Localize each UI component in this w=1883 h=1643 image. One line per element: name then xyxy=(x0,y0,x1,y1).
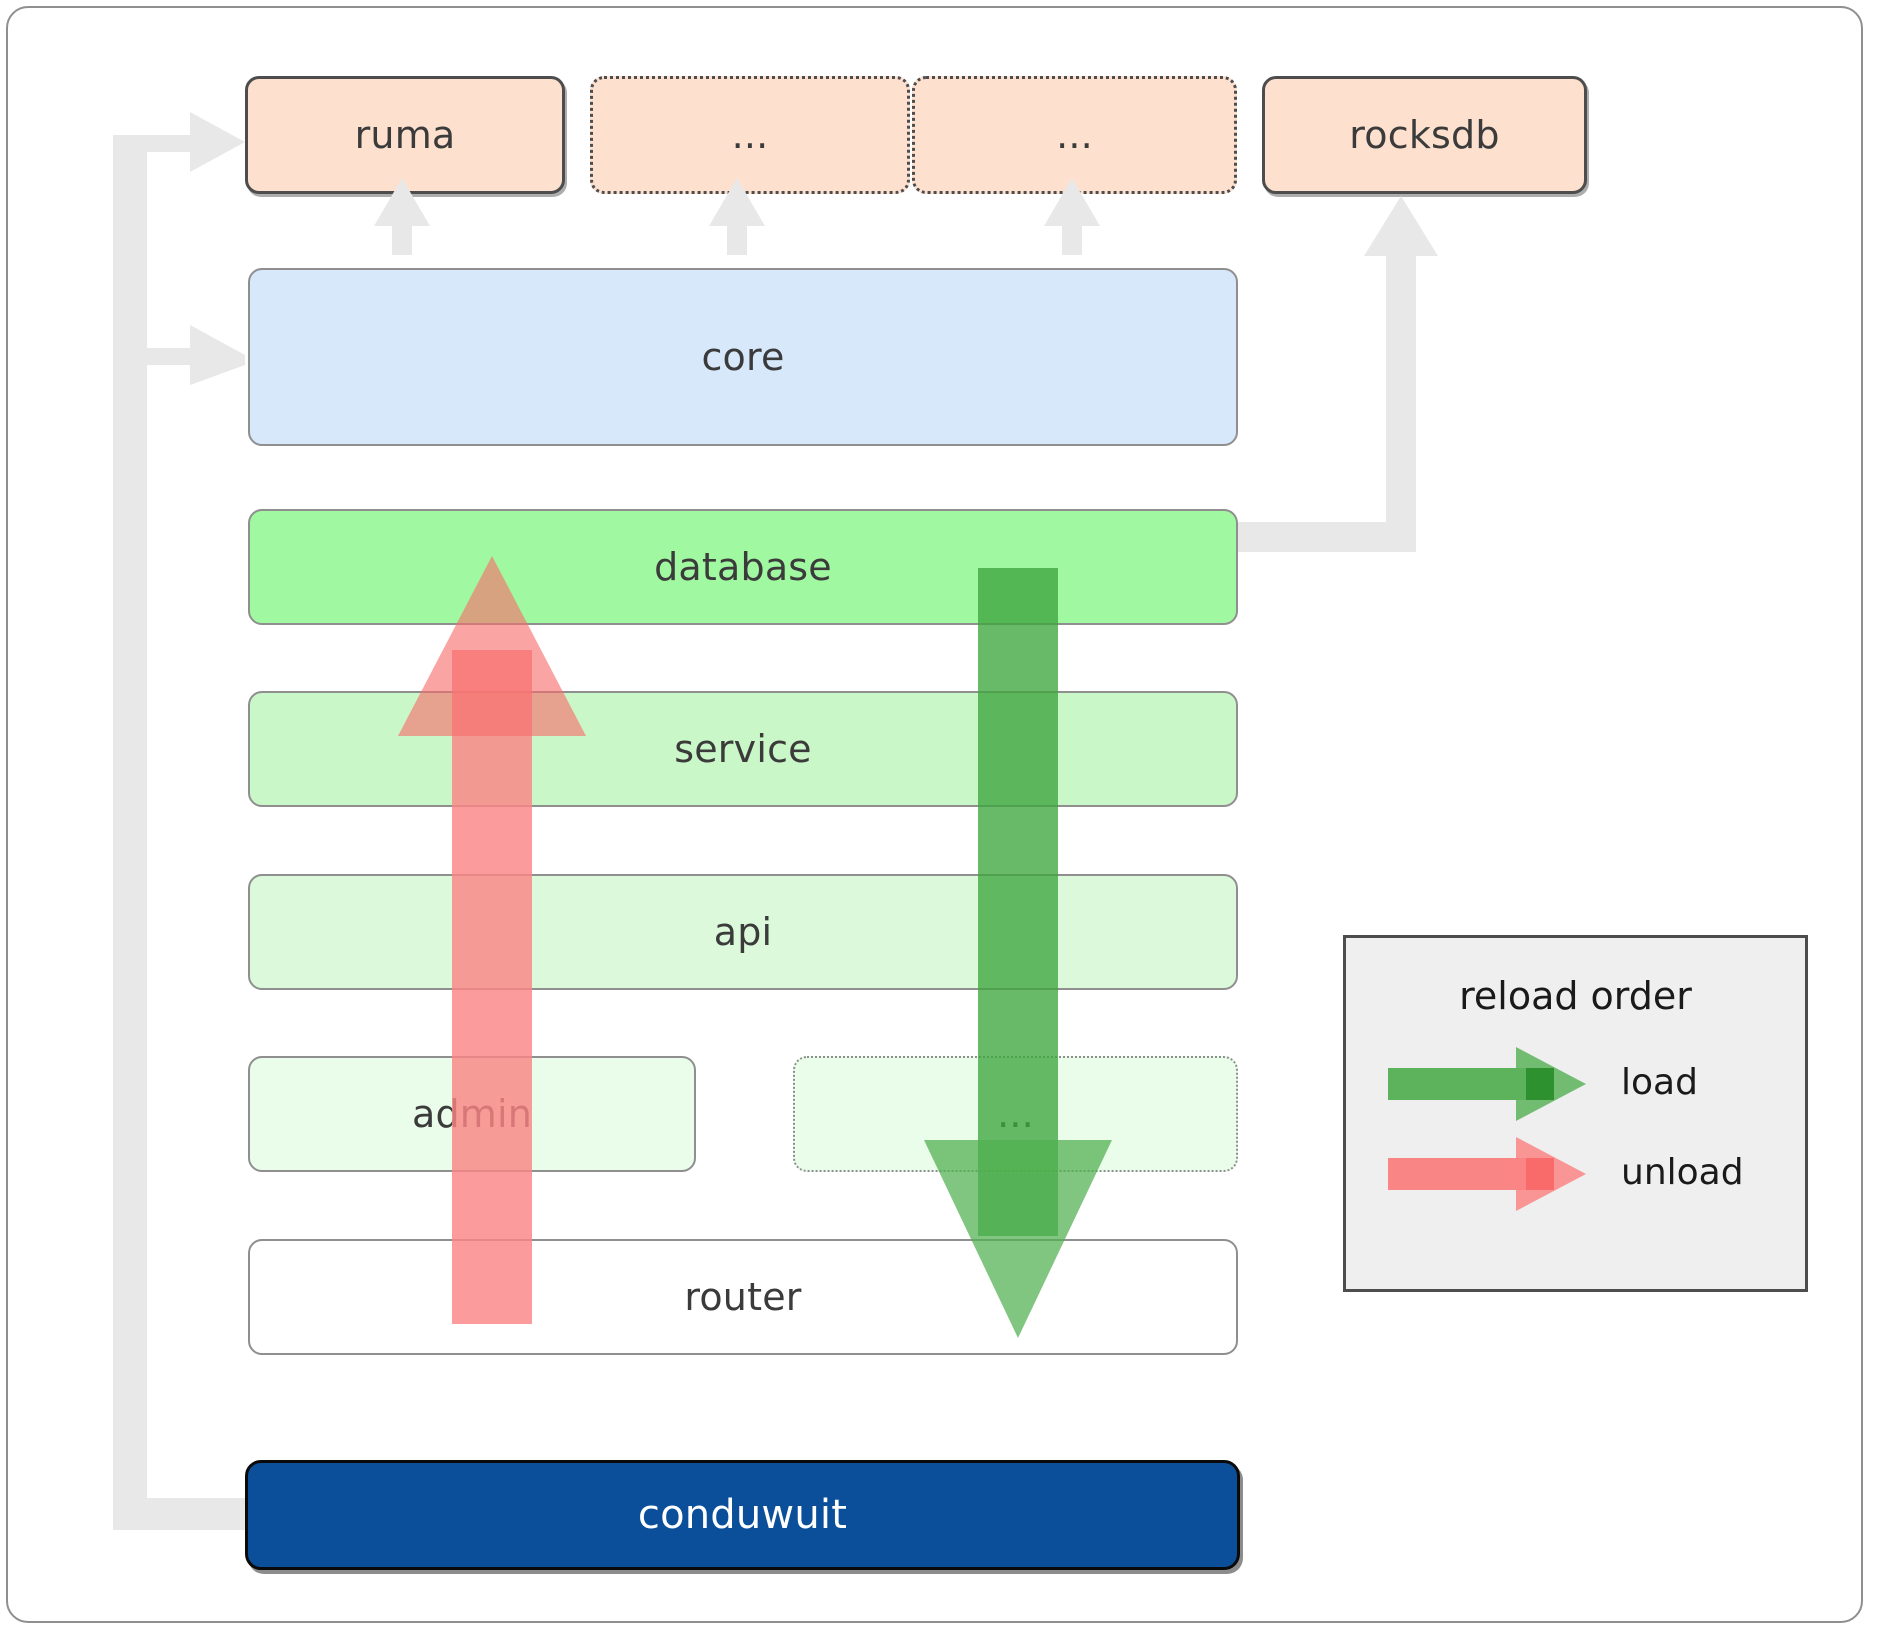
legend-title: reload order xyxy=(1459,974,1692,1018)
legend-panel: reload order load unload xyxy=(1343,935,1808,1292)
crate-label: router xyxy=(684,1275,802,1319)
dependency-box-ellipsis-2[interactable]: ... xyxy=(912,76,1237,194)
dependency-label: ... xyxy=(731,113,769,157)
crate-box-admin[interactable]: admin xyxy=(248,1056,696,1172)
dependency-box-rocksdb[interactable]: rocksdb xyxy=(1262,76,1587,194)
crate-label: ... xyxy=(997,1092,1034,1136)
crate-box-database[interactable]: database xyxy=(248,509,1238,625)
crate-box-service[interactable]: service xyxy=(248,691,1238,807)
legend-unload-joint xyxy=(1526,1158,1554,1190)
legend-load-shaft xyxy=(1388,1068,1533,1100)
crate-box-api[interactable]: api xyxy=(248,874,1238,990)
legend-load-arrow xyxy=(1388,1047,1586,1121)
crate-label: core xyxy=(701,335,785,379)
crate-label: service xyxy=(674,727,812,771)
legend-load-joint xyxy=(1526,1068,1554,1100)
legend-arrows xyxy=(1388,1047,1586,1211)
crate-box-core[interactable]: core xyxy=(248,268,1238,446)
crate-label: database xyxy=(654,545,832,589)
legend-unload-shaft xyxy=(1388,1158,1533,1190)
legend-unload-arrow xyxy=(1388,1137,1586,1211)
crate-box-router[interactable]: router xyxy=(248,1239,1238,1355)
crate-label: api xyxy=(713,910,773,954)
diagram-frame xyxy=(6,6,1863,1623)
dependency-label: rocksdb xyxy=(1349,113,1500,157)
dependency-box-ellipsis-1[interactable]: ... xyxy=(590,76,910,194)
crate-label: admin xyxy=(411,1092,533,1136)
legend-label-load: load xyxy=(1621,1062,1698,1103)
dependency-label: ruma xyxy=(354,113,456,157)
dependency-box-ruma[interactable]: ruma xyxy=(245,76,565,194)
dependency-label: ... xyxy=(1056,113,1093,157)
app-label: conduwuit xyxy=(637,1492,848,1538)
app-box-conduwuit[interactable]: conduwuit xyxy=(245,1460,1240,1570)
legend-label-unload: unload xyxy=(1621,1152,1744,1193)
crate-box-ellipsis[interactable]: ... xyxy=(793,1056,1238,1172)
